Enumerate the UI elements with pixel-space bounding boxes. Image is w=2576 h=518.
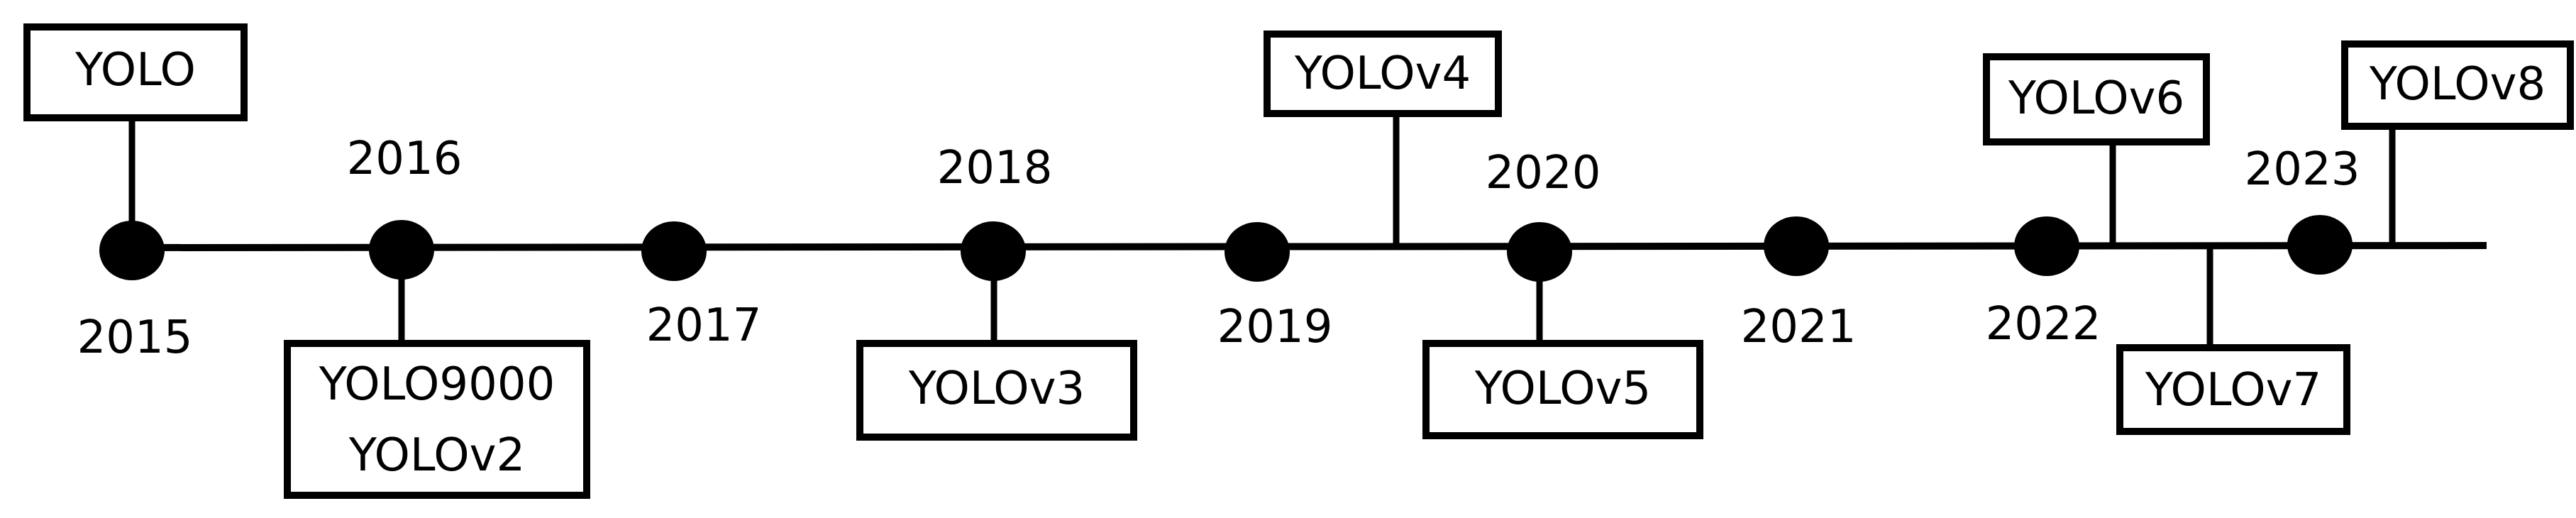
version-label-yolo: YOLO: [74, 44, 196, 97]
year-label-2021: 2021: [1741, 301, 1857, 353]
version-label-yolo9000: YOLO9000: [319, 358, 555, 411]
year-dot-2019: [1225, 222, 1290, 282]
year-dot-2018: [961, 221, 1026, 281]
version-label-yolov7: YOLOv7: [2145, 364, 2321, 417]
version-box-yolov5: [1422, 340, 1703, 439]
year-label-2017: 2017: [646, 299, 762, 352]
version-label-yolov2: YOLOv2: [348, 429, 525, 482]
version-box-yolov8: [2341, 40, 2574, 130]
year-dot-2023: [2287, 215, 2353, 275]
version-label-yolov8: YOLOv8: [2369, 58, 2545, 111]
year-dot-2015: [99, 221, 165, 280]
year-label-2015: 2015: [77, 312, 193, 364]
version-box-yolov4: [1264, 31, 1502, 117]
year-label-2016: 2016: [347, 133, 463, 185]
year-label-2018: 2018: [937, 142, 1053, 194]
version-label-yolov6: YOLOv6: [2008, 72, 2184, 125]
version-box-yolov3: [856, 340, 1137, 441]
timeline-axis: [131, 242, 2487, 251]
year-dot-2017: [641, 221, 707, 281]
year-dot-2020: [1507, 222, 1572, 282]
year-label-2023: 2023: [2245, 143, 2360, 196]
version-box-yolo9000: [284, 340, 590, 499]
version-box-yolov7: [2116, 344, 2350, 435]
year-label-2020: 2020: [1486, 147, 1601, 199]
version-box-yolov6: [1983, 53, 2210, 145]
year-label-2019: 2019: [1217, 301, 1333, 353]
version-label-yolov3: YOLOv3: [908, 363, 1085, 415]
year-dot-2021: [1764, 216, 1829, 276]
version-box-yolo: [23, 23, 248, 121]
year-label-2022: 2022: [1986, 298, 2101, 351]
version-label-yolov4: YOLOv4: [1294, 48, 1471, 100]
version-label-yolov5: YOLOv5: [1474, 363, 1651, 415]
year-dot-2022: [2014, 216, 2079, 276]
year-dot-2016: [369, 220, 434, 280]
